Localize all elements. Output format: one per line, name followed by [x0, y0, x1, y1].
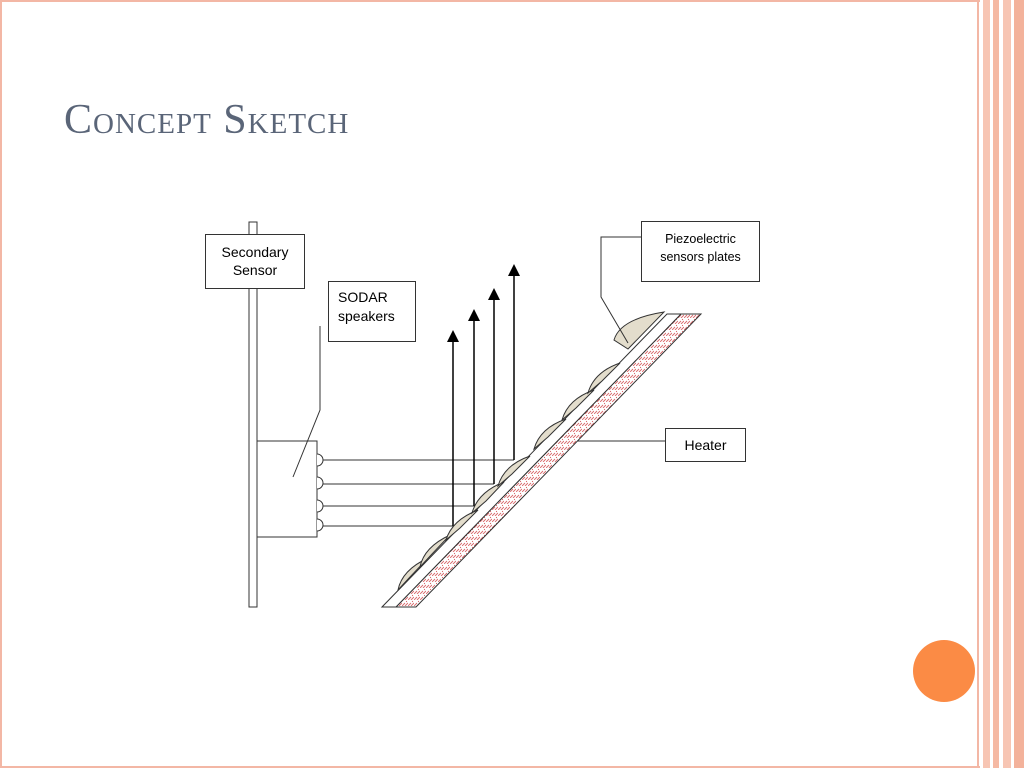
label-line: Piezoelectric — [665, 232, 736, 246]
slide-title: Concept Sketch — [64, 97, 350, 143]
piezo-plates-label: Piezoelectric sensors plates — [641, 221, 760, 282]
reflection-arrows — [447, 264, 520, 526]
frame-bottom-border — [0, 766, 980, 768]
decorative-stripe — [1014, 0, 1024, 768]
label-line: Sensor — [232, 262, 278, 278]
label-line: sensors plates — [660, 250, 741, 264]
label-line: SODAR — [338, 289, 388, 305]
label-line: Secondary — [221, 244, 289, 260]
sodar-speakers-label: SODAR speakers — [328, 281, 416, 342]
piezo-sensor-plates — [397, 311, 666, 592]
accent-circle — [913, 640, 975, 702]
frame-left-border — [0, 0, 2, 768]
sodar-housing — [256, 440, 318, 538]
decorative-stripe — [983, 0, 990, 768]
mounting-pole — [248, 221, 258, 608]
callout-lines — [292, 236, 665, 478]
decorative-stripe — [1003, 0, 1011, 768]
heater-label: Heater — [665, 428, 746, 462]
frame-top-border — [0, 0, 980, 2]
label-line: speakers — [338, 308, 395, 324]
secondary-sensor-label: Secondary Sensor — [205, 234, 305, 289]
frame-right-border — [977, 0, 979, 768]
sound-beams — [323, 459, 514, 527]
sodar-speaker-cones — [316, 453, 324, 532]
decorative-stripe — [993, 0, 999, 768]
